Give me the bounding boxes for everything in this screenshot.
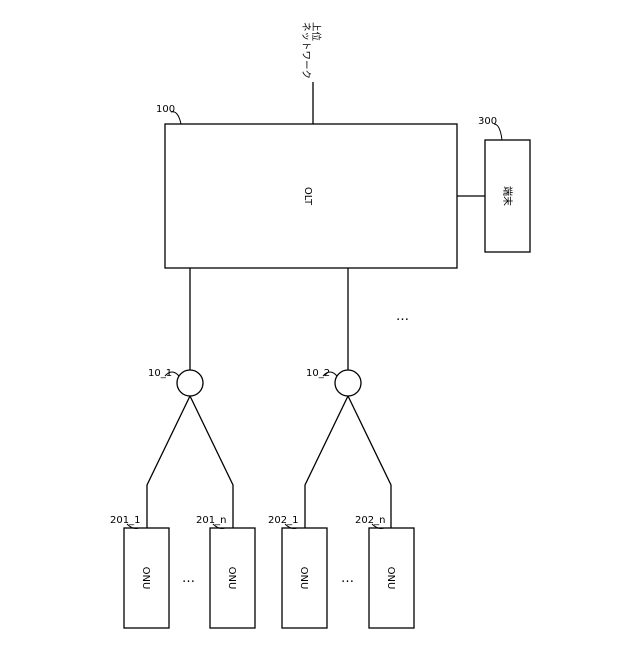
onu-202-1-ref: 202_1 <box>268 515 298 526</box>
onu-201-1-ref: 201_1 <box>110 515 140 526</box>
onu-201-1-label: ONU <box>140 567 151 590</box>
onu-202-1-label: ONU <box>298 567 309 590</box>
branch-ellipsis: … <box>396 309 410 324</box>
olt-label: OLT <box>302 187 313 206</box>
splitter-10-2 <box>335 370 361 396</box>
onu-202-n-label: ONU <box>385 567 396 590</box>
terminal-ref: 300 <box>478 116 497 127</box>
onu-group2-ellipsis: … <box>341 571 355 586</box>
upper-network-label: 上位 ネットワーク <box>300 22 322 79</box>
splitter2-onu1-link <box>305 396 348 528</box>
upper-network-line2: ネットワーク <box>300 22 311 79</box>
terminal-label: 端末 <box>501 186 514 206</box>
onu-201-n-ref: 201_n <box>196 515 226 526</box>
splitter2-onun-link <box>348 396 391 528</box>
splitter1-onu1-link <box>147 396 190 528</box>
onu-group1-ellipsis: … <box>182 571 196 586</box>
splitter1-onun-link <box>190 396 233 528</box>
olt-ref: 100 <box>156 104 175 115</box>
onu-202-n-ref: 202_n <box>355 515 385 526</box>
splitter-10-1 <box>177 370 203 396</box>
onu-201-n-label: ONU <box>226 567 237 590</box>
